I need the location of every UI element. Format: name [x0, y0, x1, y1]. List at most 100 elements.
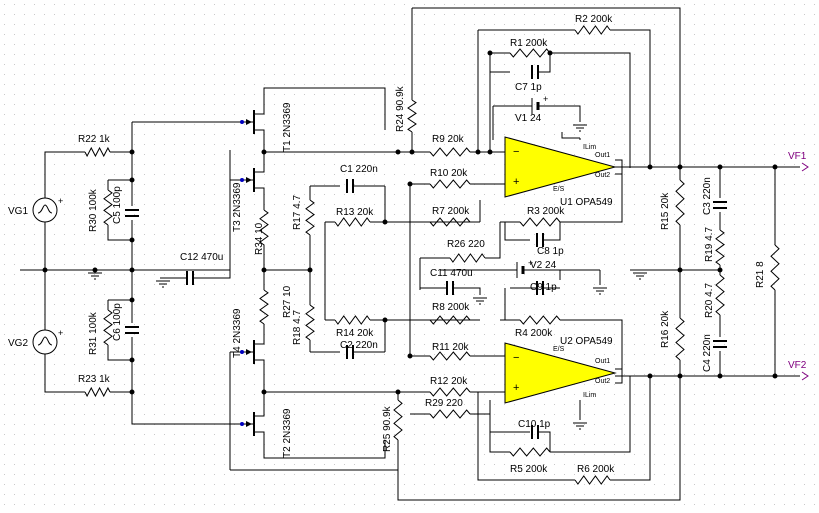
junction-dot	[129, 357, 135, 363]
resistor-r26[interactable]	[449, 253, 486, 263]
capacitor-c10[interactable]	[531, 425, 539, 439]
resistor-r1[interactable]	[509, 48, 551, 58]
resistor-body	[259, 289, 269, 325]
resistor-body	[429, 147, 471, 157]
port-vf2[interactable]	[801, 371, 809, 381]
capacitor-c1[interactable]	[346, 179, 354, 193]
label-v1: V1 24	[515, 113, 542, 124]
resistor-r34[interactable]	[259, 209, 269, 246]
opamp-u1[interactable]	[504, 136, 617, 198]
resistor-r13[interactable]	[334, 217, 371, 227]
source-vg2[interactable]	[32, 329, 58, 355]
resistor-body	[429, 387, 471, 397]
label-c8: C8 1p	[537, 246, 564, 257]
resistor-r16[interactable]	[675, 317, 685, 361]
resistor-body	[407, 99, 417, 133]
resistor-r29[interactable]	[429, 409, 471, 419]
label-r24: R24 90.9k	[395, 85, 406, 132]
label-r7: R7 200k	[432, 206, 470, 217]
resistor-r5[interactable]	[509, 447, 551, 457]
transistor-t4[interactable]	[240, 332, 265, 372]
label-c4: C4 220n	[702, 334, 713, 372]
capacitor-c12[interactable]	[186, 271, 194, 285]
resistor-r18[interactable]	[305, 304, 315, 341]
resistor-r4[interactable]	[519, 315, 561, 325]
opamp-input-sign: +	[513, 176, 519, 188]
opamp-u2[interactable]	[504, 342, 617, 404]
resistor-r23[interactable]	[84, 386, 111, 398]
label-r27: R27 10	[282, 285, 293, 318]
resistor-r8[interactable]	[429, 315, 471, 325]
capacitor-c6[interactable]	[125, 326, 139, 334]
resistor-body	[84, 386, 111, 398]
battery-plus-sign: +	[543, 94, 548, 104]
port-vf1[interactable]	[801, 162, 809, 172]
label-c7: C7 1p	[515, 82, 542, 93]
transistor-pin	[240, 350, 244, 354]
transistor-t1[interactable]	[240, 102, 265, 142]
capacitor-c4[interactable]	[713, 340, 727, 348]
wire	[550, 376, 631, 453]
resistor-body	[103, 189, 113, 226]
battery-v1[interactable]	[531, 98, 540, 114]
resistor-r9[interactable]	[429, 147, 471, 157]
resistor-r30[interactable]	[103, 189, 113, 226]
sine-wave-icon	[37, 204, 53, 214]
resistor-r14[interactable]	[334, 315, 371, 325]
capacitor-c11[interactable]	[446, 281, 454, 295]
resistor-r21[interactable]	[770, 244, 780, 291]
wire	[453, 287, 481, 295]
capacitor-c3[interactable]	[713, 201, 727, 209]
resistor-r17[interactable]	[305, 199, 315, 236]
label-r19: R19 4.7	[704, 227, 715, 262]
ground-symbol	[156, 280, 170, 288]
resistor-r3[interactable]	[519, 217, 561, 227]
resistor-r11[interactable]	[429, 351, 471, 361]
wire	[44, 151, 85, 198]
wire	[560, 174, 623, 223]
ground-symbol	[573, 124, 587, 132]
capacitor-c2[interactable]	[346, 345, 354, 359]
label-r23: R23 1k	[78, 374, 111, 385]
junction-dot	[647, 164, 653, 170]
wire	[550, 52, 631, 168]
resistor-r6[interactable]	[574, 475, 611, 485]
transistor-t3[interactable]	[240, 160, 265, 200]
opamp-pin-es: E/S	[553, 186, 565, 193]
ground-symbol	[593, 287, 607, 295]
resistor-r31[interactable]	[103, 309, 113, 346]
resistor-r2[interactable]	[574, 25, 611, 35]
label-c1: C1 220n	[340, 164, 378, 175]
source-vg1[interactable]	[32, 197, 58, 223]
label-r3: R3 200k	[527, 206, 565, 217]
resistor-r19[interactable]	[715, 229, 725, 266]
battery-v2[interactable]	[516, 262, 525, 278]
transistor-t2[interactable]	[240, 404, 265, 444]
label-r1: R1 200k	[510, 38, 548, 49]
capacitor-c8[interactable]	[536, 233, 544, 247]
capacitor-c5[interactable]	[125, 209, 139, 217]
ground-symbol	[573, 422, 587, 430]
wire	[615, 368, 623, 384]
resistor-body	[449, 253, 486, 263]
resistor-r15[interactable]	[675, 179, 685, 226]
opamp-pin-out2: Out2	[595, 172, 610, 179]
label-c2: C2 220n	[340, 340, 378, 351]
resistor-r20[interactable]	[715, 274, 725, 316]
transistor-arrow	[246, 177, 252, 183]
resistor-r7[interactable]	[429, 217, 471, 227]
resistor-body	[675, 179, 685, 226]
resistor-r22[interactable]	[84, 146, 111, 158]
resistor-r10[interactable]	[429, 179, 471, 189]
resistor-r12[interactable]	[429, 387, 471, 397]
wire	[610, 29, 651, 168]
capacitor-c7[interactable]	[531, 65, 539, 79]
resistor-r24[interactable]	[407, 99, 417, 133]
resistor-r27[interactable]	[259, 289, 269, 325]
resistor-body	[305, 304, 315, 341]
label-r22: R22 1k	[78, 134, 111, 145]
resistor-body	[715, 229, 725, 266]
label-c10: C10 1p	[518, 419, 551, 430]
capacitor-c9[interactable]	[536, 281, 544, 295]
resistor-r25[interactable]	[393, 399, 403, 441]
